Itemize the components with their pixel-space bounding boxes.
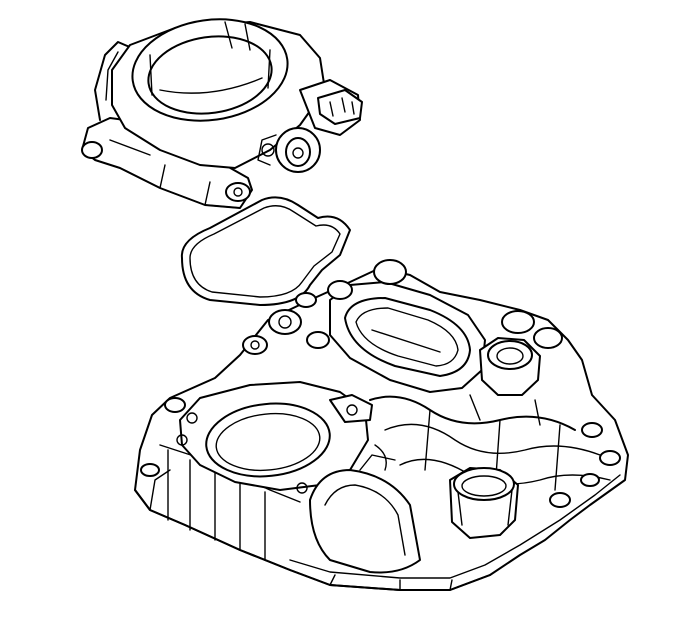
shaft-arm-pin [261, 143, 275, 157]
gasket-inner-edge [189, 205, 341, 298]
throttle-plate [159, 77, 263, 94]
flange-bolt-ear-right [225, 182, 251, 202]
right-bolt-boss-3 [549, 492, 571, 508]
top-boss-1 [373, 259, 407, 285]
throttle-linkage-arm-inner [105, 51, 119, 101]
right-bolt-boss-4 [580, 473, 600, 487]
top-boss-3 [268, 309, 302, 335]
right-bolt-boss-2 [599, 450, 621, 466]
left-bolt-boss-1 [164, 397, 186, 413]
sensor-connector [317, 89, 363, 125]
front-port-bore [461, 475, 507, 497]
left-bolt-boss-2 [140, 463, 160, 477]
throttle-bore-inner [147, 35, 273, 115]
top-boss-6 [295, 292, 317, 308]
throttle-shaft-end [285, 137, 311, 167]
manifold-base-front [134, 489, 491, 591]
runner-cavity-inner [324, 484, 406, 556]
throttle-body-flange-rib [109, 139, 211, 206]
throttle-body-gasket [180, 196, 351, 306]
mount-fold-hint [374, 444, 387, 471]
throttle-shaft-pivot [292, 147, 304, 159]
intake-manifold [134, 259, 629, 591]
mount-bolt-hole-2 [176, 434, 188, 446]
top-boss-2 [327, 280, 353, 300]
sensor-connector-pins [329, 97, 355, 117]
manifold-base-bottom-line [329, 574, 453, 591]
right-boss-1 [501, 310, 535, 334]
shaft-arm [257, 134, 277, 166]
bore-top-fins [224, 21, 251, 51]
gasket-outer-edge [180, 196, 351, 306]
runner-side-2 [469, 394, 541, 426]
right-bolt-boss-1 [581, 422, 603, 438]
mount-bolt-hole-3 [296, 482, 308, 494]
right-boss-2 [533, 327, 563, 349]
top-boss-4 [306, 331, 330, 349]
manifold-base-lower-edge [149, 469, 171, 511]
manifold-base-inner-line [289, 474, 621, 579]
mount-pad-tab [329, 394, 373, 423]
flange-bolt-ear-left [81, 141, 103, 159]
throttle-mount-bore-inner [215, 412, 321, 472]
runner-cavity-fold [359, 454, 396, 471]
front-port-wall [457, 489, 513, 526]
top-boss-5 [242, 335, 268, 355]
right-port-bore [496, 347, 524, 365]
front-port-top [453, 467, 515, 501]
bore-wall-line [149, 49, 271, 96]
runner-ridge-2 [384, 423, 601, 456]
plenum-opening-outer [344, 297, 471, 377]
mount-bolt-hole-1 [186, 412, 198, 424]
top-boss-5-hole [250, 340, 260, 350]
runner-cavity [309, 469, 421, 574]
throttle-body [81, 18, 363, 209]
plenum-opening-inner [355, 307, 459, 367]
top-boss-3-hole [278, 315, 292, 329]
right-port-top [487, 340, 533, 370]
flange-bolt-hole-right [233, 187, 243, 197]
plenum-divider [371, 329, 441, 353]
mount-pad-tab-hole [346, 404, 358, 416]
